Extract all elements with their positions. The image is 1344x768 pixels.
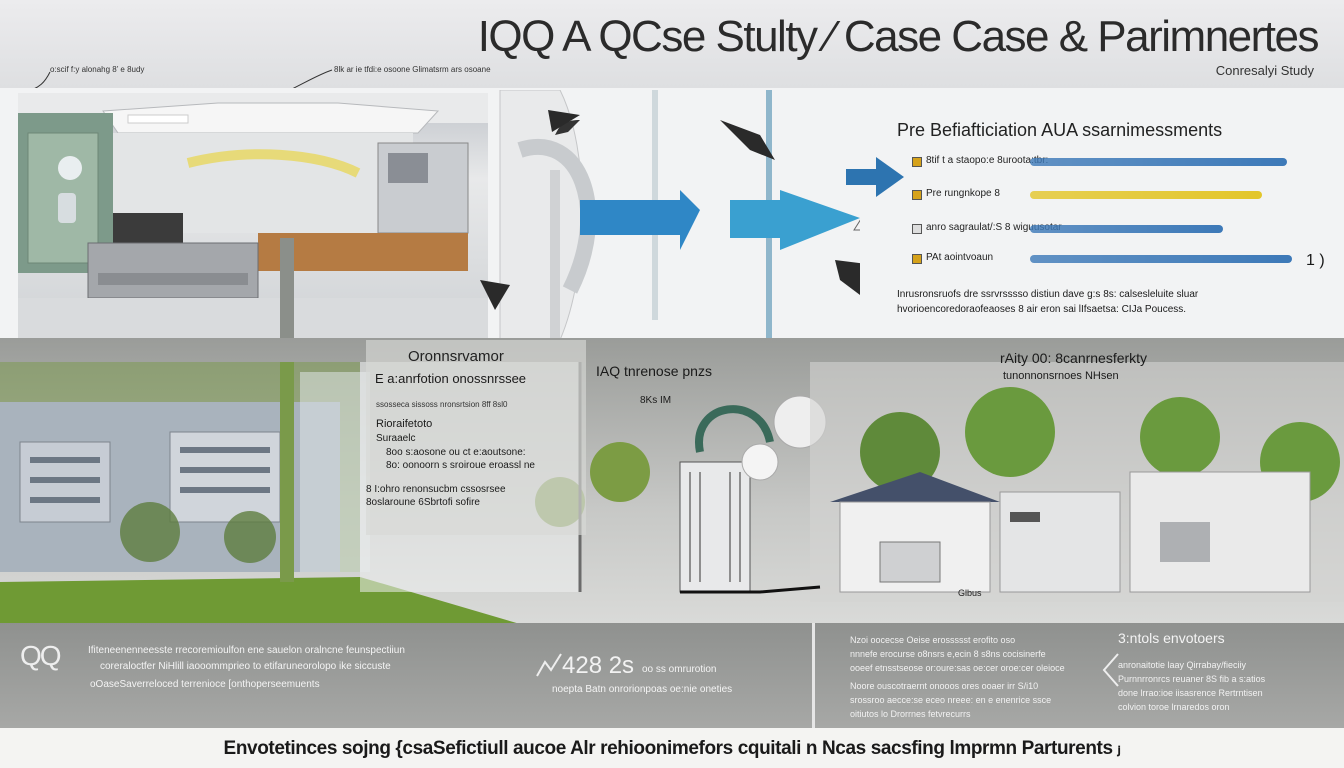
right-scene-title: rAity 00: 8canrnesferkty <box>1000 350 1148 366</box>
bottom-mid-paragraph: Nzoi oocecse Oeise erossssst erofito oso… <box>850 633 1090 721</box>
mid-para-line: Noore ouscotraernt onooos ores ooaer irr… <box>850 681 1039 691</box>
mid-para-line: nnnefe erocurse o8nsrs e,ecin 8 s8ns coc… <box>850 649 1046 659</box>
bar-label: 8tif t a staopo:e 8uroota:tbr: <box>926 155 1049 166</box>
assessment-heading: Pre Befiafticiation AUA ssarnimessments <box>897 120 1223 140</box>
bottom-paragraph-line: Ifiteneenenneesste rrecoremioulfon ene s… <box>88 645 405 656</box>
bar-label: PAt aointvoaun <box>926 252 994 263</box>
lab-room-graphic <box>18 93 488 338</box>
bottom-right-title: 3:ntols envotoers <box>1118 630 1225 646</box>
bar-label: Pre rungnkope 8 <box>926 188 1000 199</box>
mid-para-line: Nzoi oocecse Oeise erossssst erofito oso <box>850 635 1016 645</box>
stat-value: 428 2s <box>562 652 635 679</box>
assessment-bars: 8tif t a staopo:e 8uroota:tbr: Pre rungn… <box>912 155 1312 270</box>
bar-fill <box>1030 158 1287 166</box>
mid-para-line: ooeef etnsstseose or:oure:sas oe:cer oro… <box>850 663 1065 673</box>
lab-room-illustration <box>18 93 488 338</box>
overview-line: ssosseca sissoss nronsrtsion 8ff 8sl0 <box>376 400 508 409</box>
bar-legend-box <box>912 190 922 200</box>
right-para-line: Purnnrronrcs reuaner 8S fib a s:atios <box>1118 674 1266 684</box>
right-para-line: colvion toroe lrnaredos oron <box>1118 702 1230 712</box>
bar-fill <box>1030 191 1262 199</box>
trend-zigzag-icon <box>536 653 562 677</box>
bottom-paragraph-line: coreraloctfer NiHlill iaooommprieo to et… <box>100 661 391 672</box>
right-scene-subtitle: tunonnonsrnoes NHsen <box>1003 370 1119 382</box>
bottom-paragraph-line: oOaseSaverreloced terrenioce [onthoperse… <box>90 679 320 690</box>
overview-line: 8 I:ohro renonsucbm cssosrsee <box>366 484 506 495</box>
bar-end-mark: 1 ) <box>1306 252 1325 269</box>
overview-line: 8o: oonoorn s sroiroue eroassl ne <box>386 460 535 471</box>
bar-legend-box <box>912 157 922 167</box>
stat-line: oo ss omrurotion <box>642 664 717 675</box>
scene-caption: Glbus <box>958 588 982 598</box>
page-subtitle: Conresalyi Study <box>1215 63 1314 78</box>
caption-mid: 8lk ar ie tfdi:e osoone Glimatsrm ars os… <box>334 65 491 74</box>
overview-subtitle: E a:anrfotion onossnrssee <box>375 371 527 386</box>
airflow-diagram <box>480 90 860 340</box>
right-para-line: done lrrao:ioe iisasrence Rertrntisen <box>1118 688 1263 698</box>
bar-fill <box>1030 225 1223 233</box>
bar-fill <box>1030 255 1292 263</box>
footer-caption: Envotetinces sojng {csaSefictiull aucoe … <box>223 738 1121 759</box>
bracket-arrow-icon <box>1102 653 1119 687</box>
assessment-note: Inrusronsruofs dre ssrvrsssso distiun da… <box>897 289 1199 315</box>
footer-band <box>0 728 1344 768</box>
iaq-title: IAQ tnrenose pnzs <box>596 363 712 379</box>
stat-line: noepta Batn onrorionpoas oe:nie oneties <box>552 684 733 695</box>
bar-legend-box <box>912 254 922 264</box>
right-para-line: anronaitotie laay Qirrabay/fieciiy <box>1118 660 1247 670</box>
page-title: IQQ A QCse Stulty ⁄ Case Case & Parimner… <box>477 12 1320 61</box>
qq-logo-icon: QQ <box>20 640 62 671</box>
iaq-subtitle: 8Ks IM <box>640 395 672 406</box>
header-band <box>0 0 1344 88</box>
overview-line: 8oo s:aosone ou ct e:aoutsone: <box>386 447 526 458</box>
bar-label: anro sagraulat/:S 8 wiguusotar <box>926 222 1062 233</box>
bar-legend-box <box>912 224 922 234</box>
overview-title: Oronnsrvamor <box>408 348 504 365</box>
bottom-band <box>0 623 1344 728</box>
mid-para-line: srossroo aecce:se eceo nreee: en e enenr… <box>850 695 1052 705</box>
bottom-right-paragraph: anronaitotie laay Qirrabay/fieciiy Purnn… <box>1118 658 1318 714</box>
caption-left: o:scif f:y alonahg 8’ e 8udy <box>50 65 145 74</box>
bottom-divider <box>812 623 815 728</box>
overview-box <box>366 340 586 535</box>
mid-para-line: oitiutos lo Drorrnes fetvrecurrs <box>850 709 971 719</box>
overview-line: Suraaelc <box>376 433 416 444</box>
overview-line: Rioraifetoto <box>376 418 433 430</box>
overview-line: 8oslaroune 6Sbrtofi sofire <box>366 497 480 508</box>
assessment-arrow-icon <box>846 157 904 197</box>
campus-scene <box>0 362 1344 624</box>
